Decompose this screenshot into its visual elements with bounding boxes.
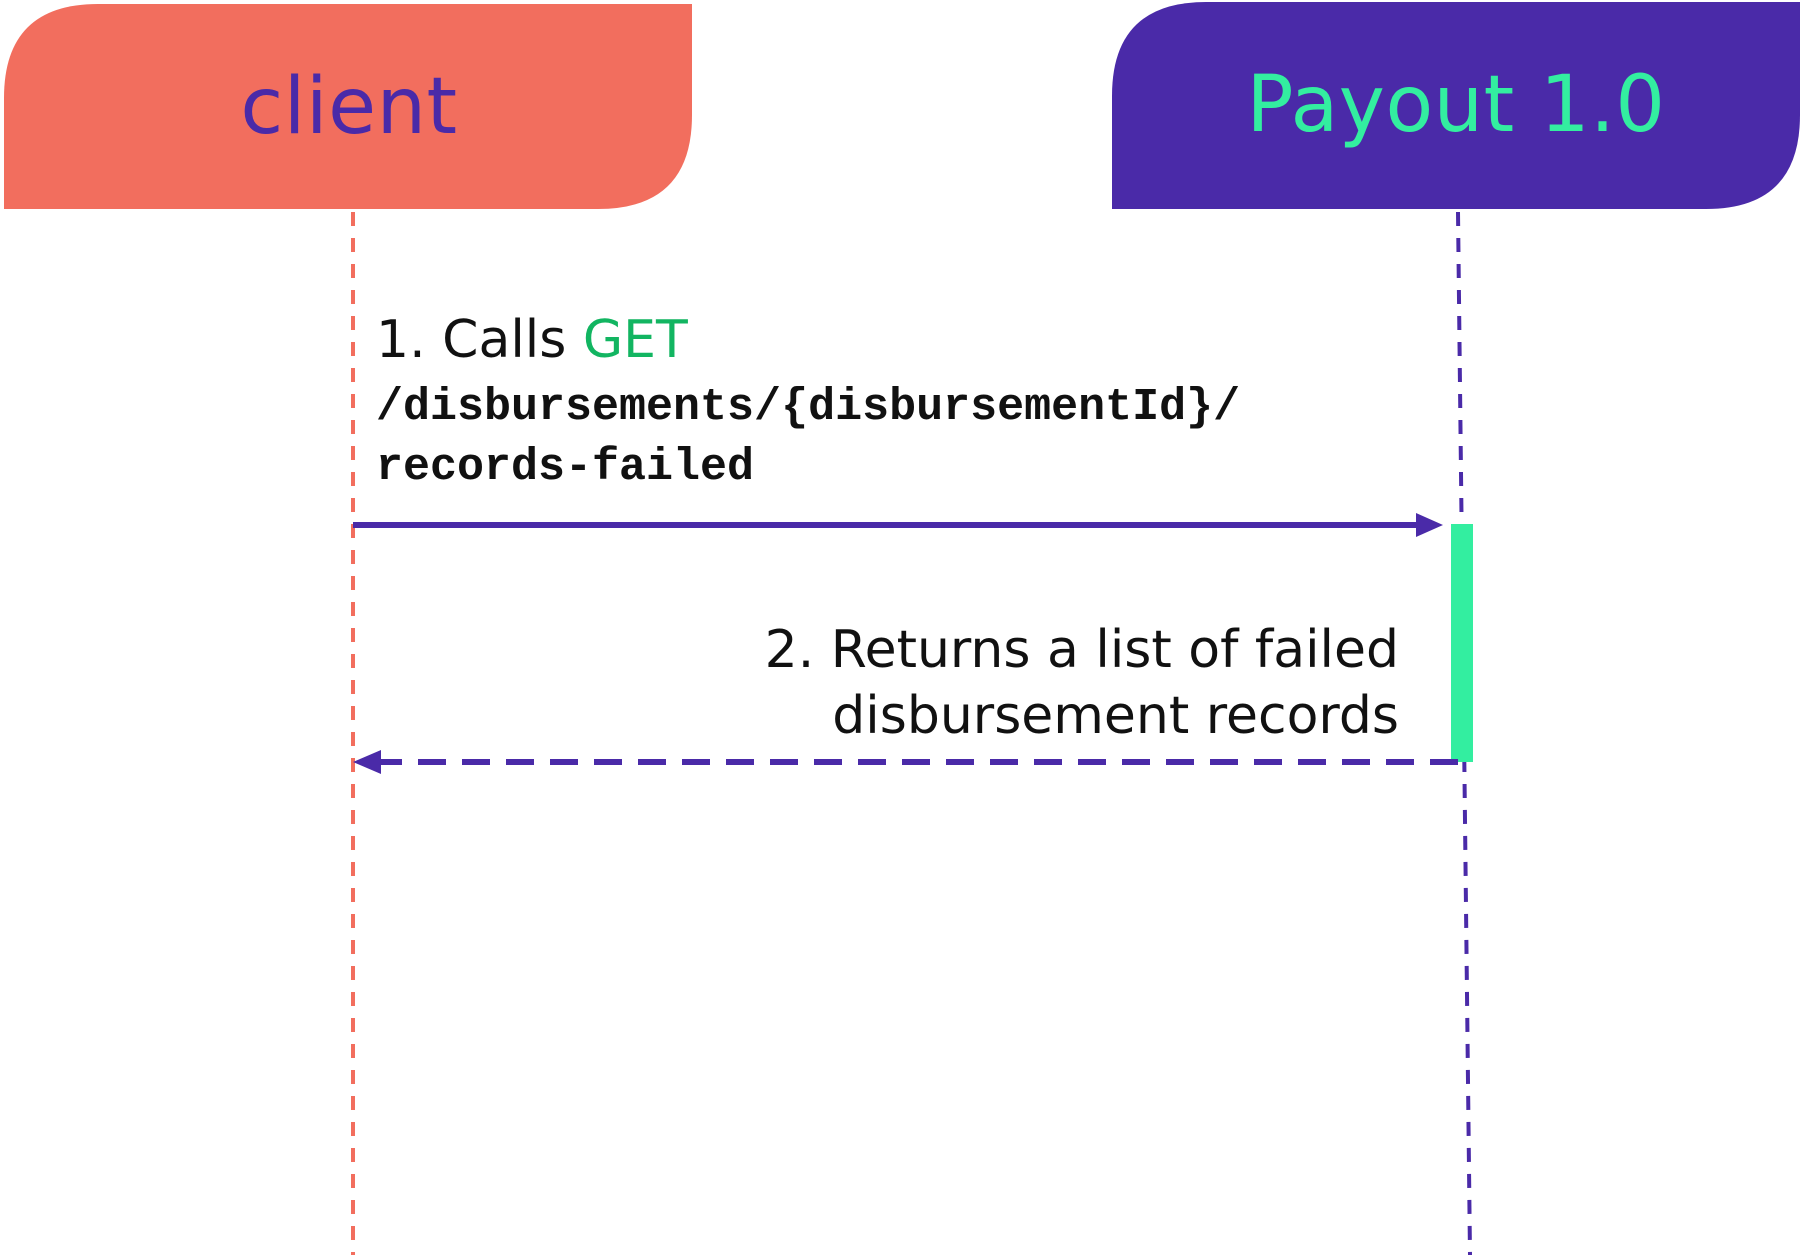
activation-bar	[1451, 524, 1473, 762]
message-1-label: 1. Calls GET	[376, 308, 688, 372]
client-header	[4, 4, 692, 209]
message-1-http-method: GET	[582, 310, 688, 370]
message-1-path-line-1: /disbursements/{disbursementId}/	[376, 382, 1241, 433]
message-1-arrowhead	[1416, 513, 1443, 537]
message-2-line-1: 2. Returns a list of failed	[764, 620, 1399, 680]
client-header-label: client	[240, 61, 458, 152]
message-2-line-2: disbursement records	[832, 686, 1399, 746]
payout-header	[1112, 2, 1800, 209]
payout-header-label: Payout 1.0	[1246, 59, 1666, 150]
message-1-path-line-2: records-failed	[376, 442, 755, 493]
message-2-label: 2. Returns a list of failed disbursement…	[765, 617, 1399, 749]
message-2-arrowhead	[353, 750, 381, 774]
message-1-number: 1. Calls	[376, 310, 567, 370]
